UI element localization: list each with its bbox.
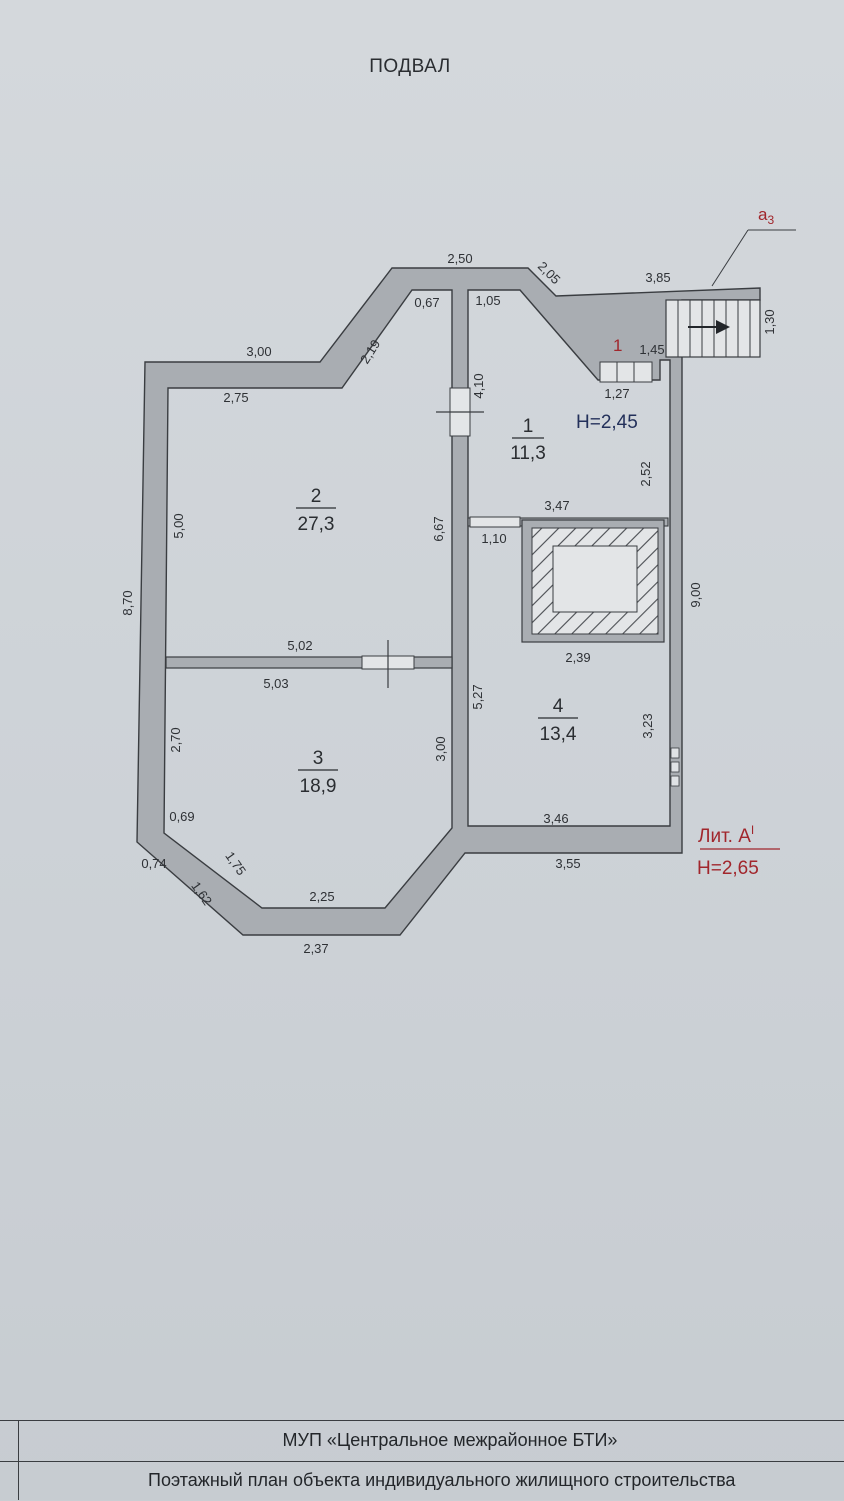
dim-8-70: 8,70 xyxy=(120,590,135,615)
room-4-label: 4 13,4 xyxy=(538,696,578,745)
dim-6-67: 6,67 xyxy=(431,516,446,541)
room-3-label: 3 18,9 xyxy=(298,748,338,797)
room-2-label: 2 27,3 xyxy=(296,486,336,535)
dim-2-52: 2,52 xyxy=(638,461,653,486)
porch-leader xyxy=(711,229,749,287)
dim-9-00: 9,00 xyxy=(688,582,703,607)
room-3-number: 3 xyxy=(313,748,324,769)
dim-0-69: 0,69 xyxy=(169,809,194,824)
dim-2-50: 2,50 xyxy=(447,251,472,266)
page-title: ПОДВАЛ xyxy=(369,56,451,77)
dim-2-25: 2,25 xyxy=(309,889,334,904)
vent-1 xyxy=(670,747,680,759)
floor-plan: 1 11,3 2 27,3 3 18,9 4 13,4 H=2,45 1 а 3 … xyxy=(120,205,796,956)
dim-5-02: 5,02 xyxy=(287,638,312,653)
vent-3 xyxy=(670,775,680,787)
room-1-area: 11,3 xyxy=(510,443,546,464)
dim-3-00-wall: 3,00 xyxy=(433,736,448,761)
entrance-step xyxy=(599,361,653,383)
room-1-height: H=2,45 xyxy=(576,412,638,433)
room-2-area: 27,3 xyxy=(298,514,335,535)
dim-2-39: 2,39 xyxy=(565,650,590,665)
door-1-4 xyxy=(469,516,521,528)
room-3-area: 18,9 xyxy=(300,776,337,797)
wall-2-3 xyxy=(165,656,453,669)
dim-4-10: 4,10 xyxy=(471,373,486,398)
outer-walls xyxy=(136,267,761,936)
footer-divider xyxy=(0,1461,844,1462)
dim-3-85: 3,85 xyxy=(645,270,670,285)
dim-3-00-top: 3,00 xyxy=(246,344,271,359)
entrance-marker: 1 xyxy=(613,336,622,355)
porch-label-a: а xyxy=(758,205,768,224)
literal-label-text: Лит. А xyxy=(698,826,751,847)
footer-left-rule xyxy=(18,1420,19,1500)
dim-3-47: 3,47 xyxy=(544,498,569,513)
dim-1-30: 1,30 xyxy=(762,309,777,334)
dim-3-46: 3,46 xyxy=(543,811,568,826)
footer-stamp xyxy=(0,1420,844,1501)
room-2-number: 2 xyxy=(311,486,322,507)
dim-1-05: 1,05 xyxy=(475,293,500,308)
porch-label-sub: 3 xyxy=(767,213,774,227)
porch-label: а3 xyxy=(758,205,774,227)
dim-1-10: 1,10 xyxy=(481,531,506,546)
hatched-block-core xyxy=(552,545,638,613)
dim-5-00: 5,00 xyxy=(171,513,186,538)
porch-stairs xyxy=(665,299,761,358)
dim-0-67: 0,67 xyxy=(414,295,439,310)
room-1-label: 1 11,3 xyxy=(510,416,546,464)
dim-1-75: 1,75 xyxy=(222,849,249,878)
dim-3-55: 3,55 xyxy=(555,856,580,871)
organization-name: МУП «Центральное межрайонное БТИ» xyxy=(282,1430,618,1450)
dim-2-37: 2,37 xyxy=(303,941,328,956)
room-4-number: 4 xyxy=(553,696,564,717)
room-4-area: 13,4 xyxy=(540,724,577,745)
dim-3-23: 3,23 xyxy=(640,713,655,738)
dim-2-70: 2,70 xyxy=(168,727,183,752)
dim-1-45: 1,45 xyxy=(639,342,664,357)
dim-0-74: 0,74 xyxy=(141,856,166,871)
literal-label: Лит. АI xyxy=(698,823,754,847)
stair-arrow-head xyxy=(716,320,730,334)
dim-5-03: 5,03 xyxy=(263,676,288,691)
literal-label-sup: I xyxy=(751,823,754,837)
document-name: Поэтажный план объекта индивидуального ж… xyxy=(148,1470,736,1490)
dim-5-27: 5,27 xyxy=(470,684,485,709)
literal-height: H=2,65 xyxy=(697,858,759,879)
vent-2 xyxy=(670,761,680,773)
room-1-number: 1 xyxy=(523,416,534,437)
dim-2-75: 2,75 xyxy=(223,390,248,405)
dim-1-27: 1,27 xyxy=(604,386,629,401)
